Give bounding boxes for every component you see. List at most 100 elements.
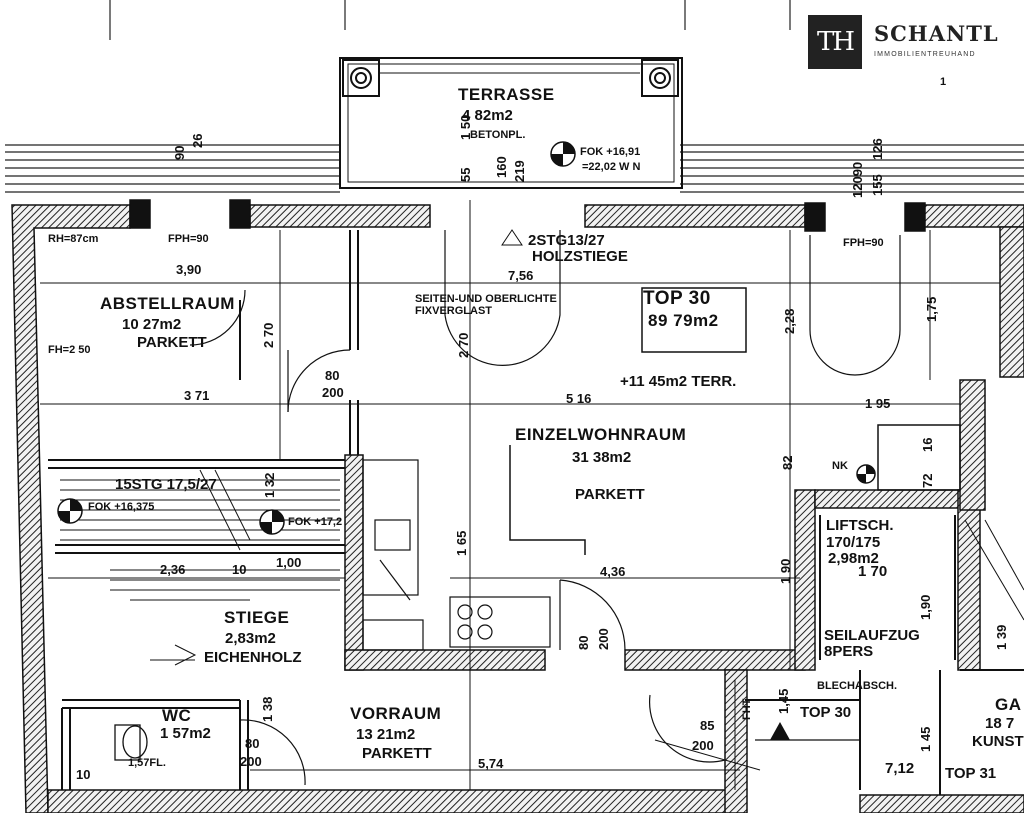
dim-126: 126 bbox=[870, 138, 885, 160]
abstellraum-name: ABSTELLRAUM bbox=[100, 294, 235, 313]
dim-574: 5,74 bbox=[478, 756, 504, 771]
unit-area: 89 79m2 bbox=[648, 311, 719, 330]
dim-200a: 200 bbox=[322, 385, 344, 400]
rh-label: RH=87cm bbox=[48, 233, 99, 245]
dim-516: 5 16 bbox=[566, 391, 591, 406]
dim-85: 85 bbox=[700, 718, 714, 733]
wc-fixtures bbox=[114, 724, 148, 761]
terrace-outline bbox=[339, 57, 683, 189]
dim-190b: 1,90 bbox=[918, 595, 933, 620]
fok-left: FOK +16,375 bbox=[88, 501, 154, 513]
dim-236: 2,36 bbox=[160, 562, 185, 577]
dim-139: 1 39 bbox=[994, 625, 1009, 650]
vorraum-name: VORRAUM bbox=[350, 704, 441, 723]
dim-80a: 80 bbox=[325, 368, 339, 383]
dim-200d: 200 bbox=[240, 754, 262, 769]
terrace-note: +11 45m2 TERR. bbox=[620, 373, 736, 390]
partial-room-name: GA bbox=[995, 695, 1022, 714]
dim-175: 1,75 bbox=[924, 297, 939, 322]
level-markers bbox=[57, 141, 876, 740]
stair-lower-label: 15STG 17,5/27 bbox=[115, 476, 217, 493]
dim-82: 82 bbox=[780, 456, 795, 470]
wc-name: WC bbox=[162, 706, 191, 725]
terrasse-floor: BETONPL. bbox=[470, 129, 525, 141]
stair-upper-type: HOLZSTIEGE bbox=[532, 248, 628, 265]
stair-upper-label: 2STG13/27 bbox=[528, 232, 605, 249]
dimension-lines bbox=[40, 200, 1000, 790]
dim-219: 219 bbox=[512, 160, 527, 182]
dim-55: 55 bbox=[458, 168, 473, 182]
glazing-label-2: FIXVERGLAST bbox=[415, 305, 492, 317]
dim-16: 16 bbox=[920, 438, 935, 452]
liftschacht-area: 2,98m2 bbox=[828, 550, 879, 567]
brand-mark-icon: TH bbox=[808, 15, 862, 69]
glazing-label-1: SEITEN-UND OBERLICHTE bbox=[415, 293, 557, 305]
fok-stair: FOK +17,2 bbox=[288, 516, 342, 528]
dim-228: 2,28 bbox=[782, 309, 797, 334]
einzelwohnraum-area: 31 38m2 bbox=[572, 449, 631, 466]
stiege-area: 2,83m2 bbox=[225, 630, 276, 647]
abstellraum-floor: PARKETT bbox=[137, 334, 207, 351]
top31-label: TOP 31 bbox=[945, 765, 996, 782]
fph-right: FPH=90 bbox=[843, 237, 884, 249]
dim-26: 26 bbox=[190, 134, 205, 148]
partial-room-area: 18 7 bbox=[985, 715, 1014, 732]
roof-lines bbox=[5, 0, 1024, 193]
dim-195: 1 95 bbox=[865, 396, 890, 411]
dim-145: 1 45 bbox=[918, 727, 933, 752]
dim-390: 3,90 bbox=[176, 262, 201, 277]
dimension-texts: 3,90 3 71 5 16 1 95 7,56 2,36 4,36 5,74 … bbox=[76, 76, 946, 782]
dim-10b: 10 bbox=[76, 767, 90, 782]
dim-436: 4,36 bbox=[600, 564, 625, 579]
wc-area: 1 57m2 bbox=[160, 725, 211, 742]
dim-1: 1 bbox=[940, 76, 946, 88]
dim-270b: 2 70 bbox=[456, 333, 471, 358]
dim-80c: 80 bbox=[245, 736, 259, 751]
fh-label: FH=2 50 bbox=[48, 344, 91, 356]
dim-756: 7,56 bbox=[508, 268, 533, 283]
top30-box bbox=[509, 287, 961, 555]
dim-165: 1 65 bbox=[454, 531, 469, 556]
dim-155: 155 bbox=[870, 174, 885, 196]
lower-right-dim: 7,12 bbox=[885, 760, 914, 777]
liftschacht-width: 1 70 bbox=[858, 563, 887, 580]
stiege-floor: EICHENHOLZ bbox=[204, 649, 302, 666]
walls bbox=[11, 199, 1024, 813]
dim-371: 3 71 bbox=[184, 388, 209, 403]
dim-150: 1 50 bbox=[458, 115, 473, 140]
liftschacht-name: LIFTSCH. bbox=[826, 517, 894, 534]
blechabsch-label: BLECHABSCH. bbox=[817, 680, 897, 692]
partitions bbox=[48, 230, 1024, 795]
seilaufzug-capacity: 8PERS bbox=[824, 643, 873, 660]
dim-90: 90 bbox=[172, 146, 187, 160]
dim-100: 1,00 bbox=[276, 555, 301, 570]
dim-138: 1 38 bbox=[260, 697, 275, 722]
unit-name: TOP 30 bbox=[643, 288, 711, 309]
top30-door-label: TOP 30 bbox=[800, 704, 851, 721]
dim-12090: 12090 bbox=[850, 162, 865, 198]
einzelwohnraum-floor: PARKETT bbox=[575, 486, 645, 503]
dim-132: 1 32 bbox=[262, 473, 277, 498]
stairs bbox=[60, 469, 1024, 666]
wc-floor: 1,57FL. bbox=[128, 757, 166, 769]
vorraum-area: 13 21m2 bbox=[356, 726, 415, 743]
terrasse-area: 4 82m2 bbox=[462, 107, 513, 124]
dim-270a: 2 70 bbox=[261, 323, 276, 348]
einzelwohnraum-name: EINZELWOHNRAUM bbox=[515, 425, 686, 444]
seilaufzug-name: SEILAUFZUG bbox=[824, 627, 920, 644]
kitchen bbox=[362, 459, 551, 651]
brand-logo: TH SCHANTL IMMOBILIENTREUHAND bbox=[808, 15, 1020, 75]
fok-terrace-2: =22,02 W N bbox=[582, 161, 640, 173]
dim-200c: 200 bbox=[692, 738, 714, 753]
nk-label: NK bbox=[832, 460, 848, 472]
dim-80b: 80 bbox=[576, 636, 591, 650]
partial-room-floor: KUNST bbox=[972, 733, 1024, 750]
fok-terrace: FOK +16,91 bbox=[580, 146, 640, 158]
dim-200b: 200 bbox=[596, 628, 611, 650]
dim-72: 72 bbox=[920, 474, 935, 488]
brand-tagline: IMMOBILIENTREUHAND bbox=[874, 51, 976, 58]
liftschacht-size: 170/175 bbox=[826, 534, 880, 551]
brand-name: SCHANTL bbox=[874, 21, 999, 46]
